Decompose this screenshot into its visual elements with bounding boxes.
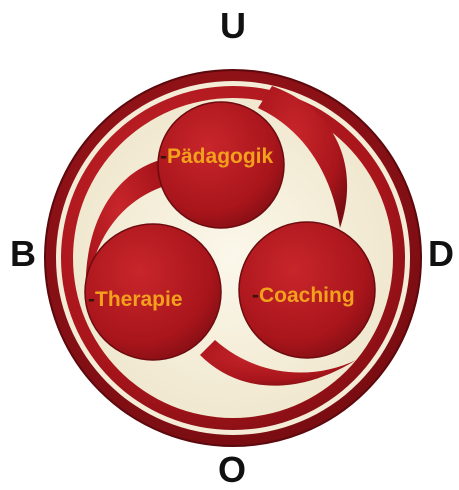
- compass-label-bottom: O: [218, 449, 247, 490]
- svg-text:-Coaching: -Coaching: [252, 284, 355, 307]
- lobe-left-label: Therapie: [95, 288, 183, 311]
- svg-text:-Therapie: -Therapie: [88, 288, 183, 311]
- lobe-left: [84, 223, 222, 361]
- lobe-tail-right: [258, 86, 348, 228]
- compass-label-right: D: [428, 233, 454, 274]
- compass-label-left: B: [10, 233, 36, 274]
- lobe-tail-left: [200, 340, 356, 386]
- lobe-right-label: Coaching: [259, 284, 355, 307]
- lobe-top-label: Pädagogik: [167, 145, 274, 168]
- lobe-top: [157, 101, 285, 229]
- lobe-left-prefix: -: [88, 288, 95, 311]
- lobe-right: [238, 221, 376, 359]
- svg-text:-Pädagogik: -Pädagogik: [160, 145, 274, 168]
- lobe-top-prefix: -: [160, 145, 167, 168]
- lobe-right-prefix: -: [252, 284, 259, 307]
- compass-label-top: U: [220, 5, 246, 46]
